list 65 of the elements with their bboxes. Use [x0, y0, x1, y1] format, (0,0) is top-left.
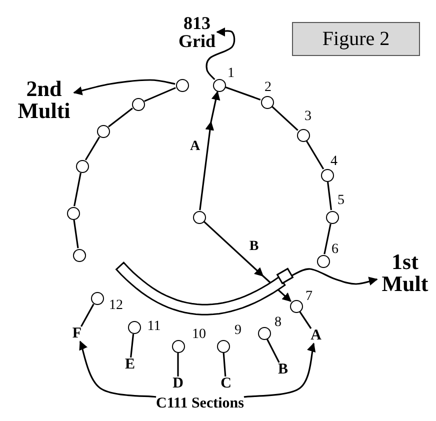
arrow — [290, 268, 378, 286]
connector-line — [225, 86, 261, 100]
callout-text: A — [310, 328, 322, 344]
leader-line — [266, 338, 280, 363]
callout-text: F — [72, 326, 82, 342]
contact-circle — [258, 326, 270, 340]
connector-line — [144, 87, 176, 102]
contact-circle — [176, 78, 188, 92]
callout-text: C — [220, 376, 232, 392]
pivot-circle — [192, 210, 206, 224]
contact-number: 6 — [332, 242, 338, 258]
contact-number: 12 — [109, 298, 123, 314]
contact-circle — [72, 248, 86, 262]
callout-text: 2nd Multi — [14, 78, 74, 122]
connector-line — [327, 182, 332, 210]
arrow — [204, 221, 292, 302]
leader-line — [177, 353, 179, 376]
arrow — [199, 92, 220, 210]
arrow — [78, 340, 156, 398]
contact-circle — [172, 340, 184, 352]
connector-line — [73, 220, 79, 248]
callout-text: 1st Mult — [377, 251, 433, 295]
contact-circle — [96, 124, 110, 138]
connector-line — [306, 140, 324, 170]
connector-line — [272, 106, 298, 131]
arrow — [244, 342, 316, 398]
leader-line — [222, 352, 226, 377]
callout-text: B — [278, 362, 288, 378]
contact-circle — [290, 300, 302, 312]
callout-text: C111 Sections — [156, 396, 244, 412]
contact-circle — [316, 254, 330, 268]
contact-circle — [66, 206, 80, 220]
contact-number: 1 — [228, 66, 234, 82]
connector-line — [108, 108, 133, 128]
contact-number: 8 — [274, 315, 282, 331]
contact-number: 7 — [306, 289, 312, 305]
connector-line — [84, 136, 100, 160]
contact-number: 5 — [338, 193, 344, 209]
callout-text: D — [172, 376, 184, 392]
contact-number: 9 — [234, 323, 242, 339]
contact-circle — [90, 292, 104, 304]
contact-circle — [260, 96, 274, 108]
contact-circle — [296, 128, 310, 142]
contact-circle — [76, 160, 88, 172]
callout-text: 813 Grid — [177, 14, 217, 50]
contact-circle — [128, 320, 140, 334]
contact-circle — [216, 340, 230, 352]
contact-circle — [320, 168, 334, 182]
contact-circle — [132, 98, 144, 110]
contact-circle — [326, 210, 338, 224]
callout-text: E — [125, 358, 135, 372]
arrow — [206, 27, 236, 80]
connector-line — [74, 172, 82, 206]
contact-number: 3 — [304, 109, 312, 125]
leader-line — [130, 334, 134, 358]
leader-line — [299, 311, 312, 329]
figure-title: Figure 2 — [292, 22, 420, 56]
contact-number: 2 — [264, 80, 272, 96]
contact-number: 10 — [192, 327, 206, 343]
connector-line — [324, 224, 332, 254]
contact-number: 11 — [147, 319, 161, 335]
contact-circle — [212, 78, 226, 92]
arrow — [73, 79, 176, 96]
leader-line — [80, 304, 94, 327]
contact-number: 4 — [330, 154, 338, 170]
